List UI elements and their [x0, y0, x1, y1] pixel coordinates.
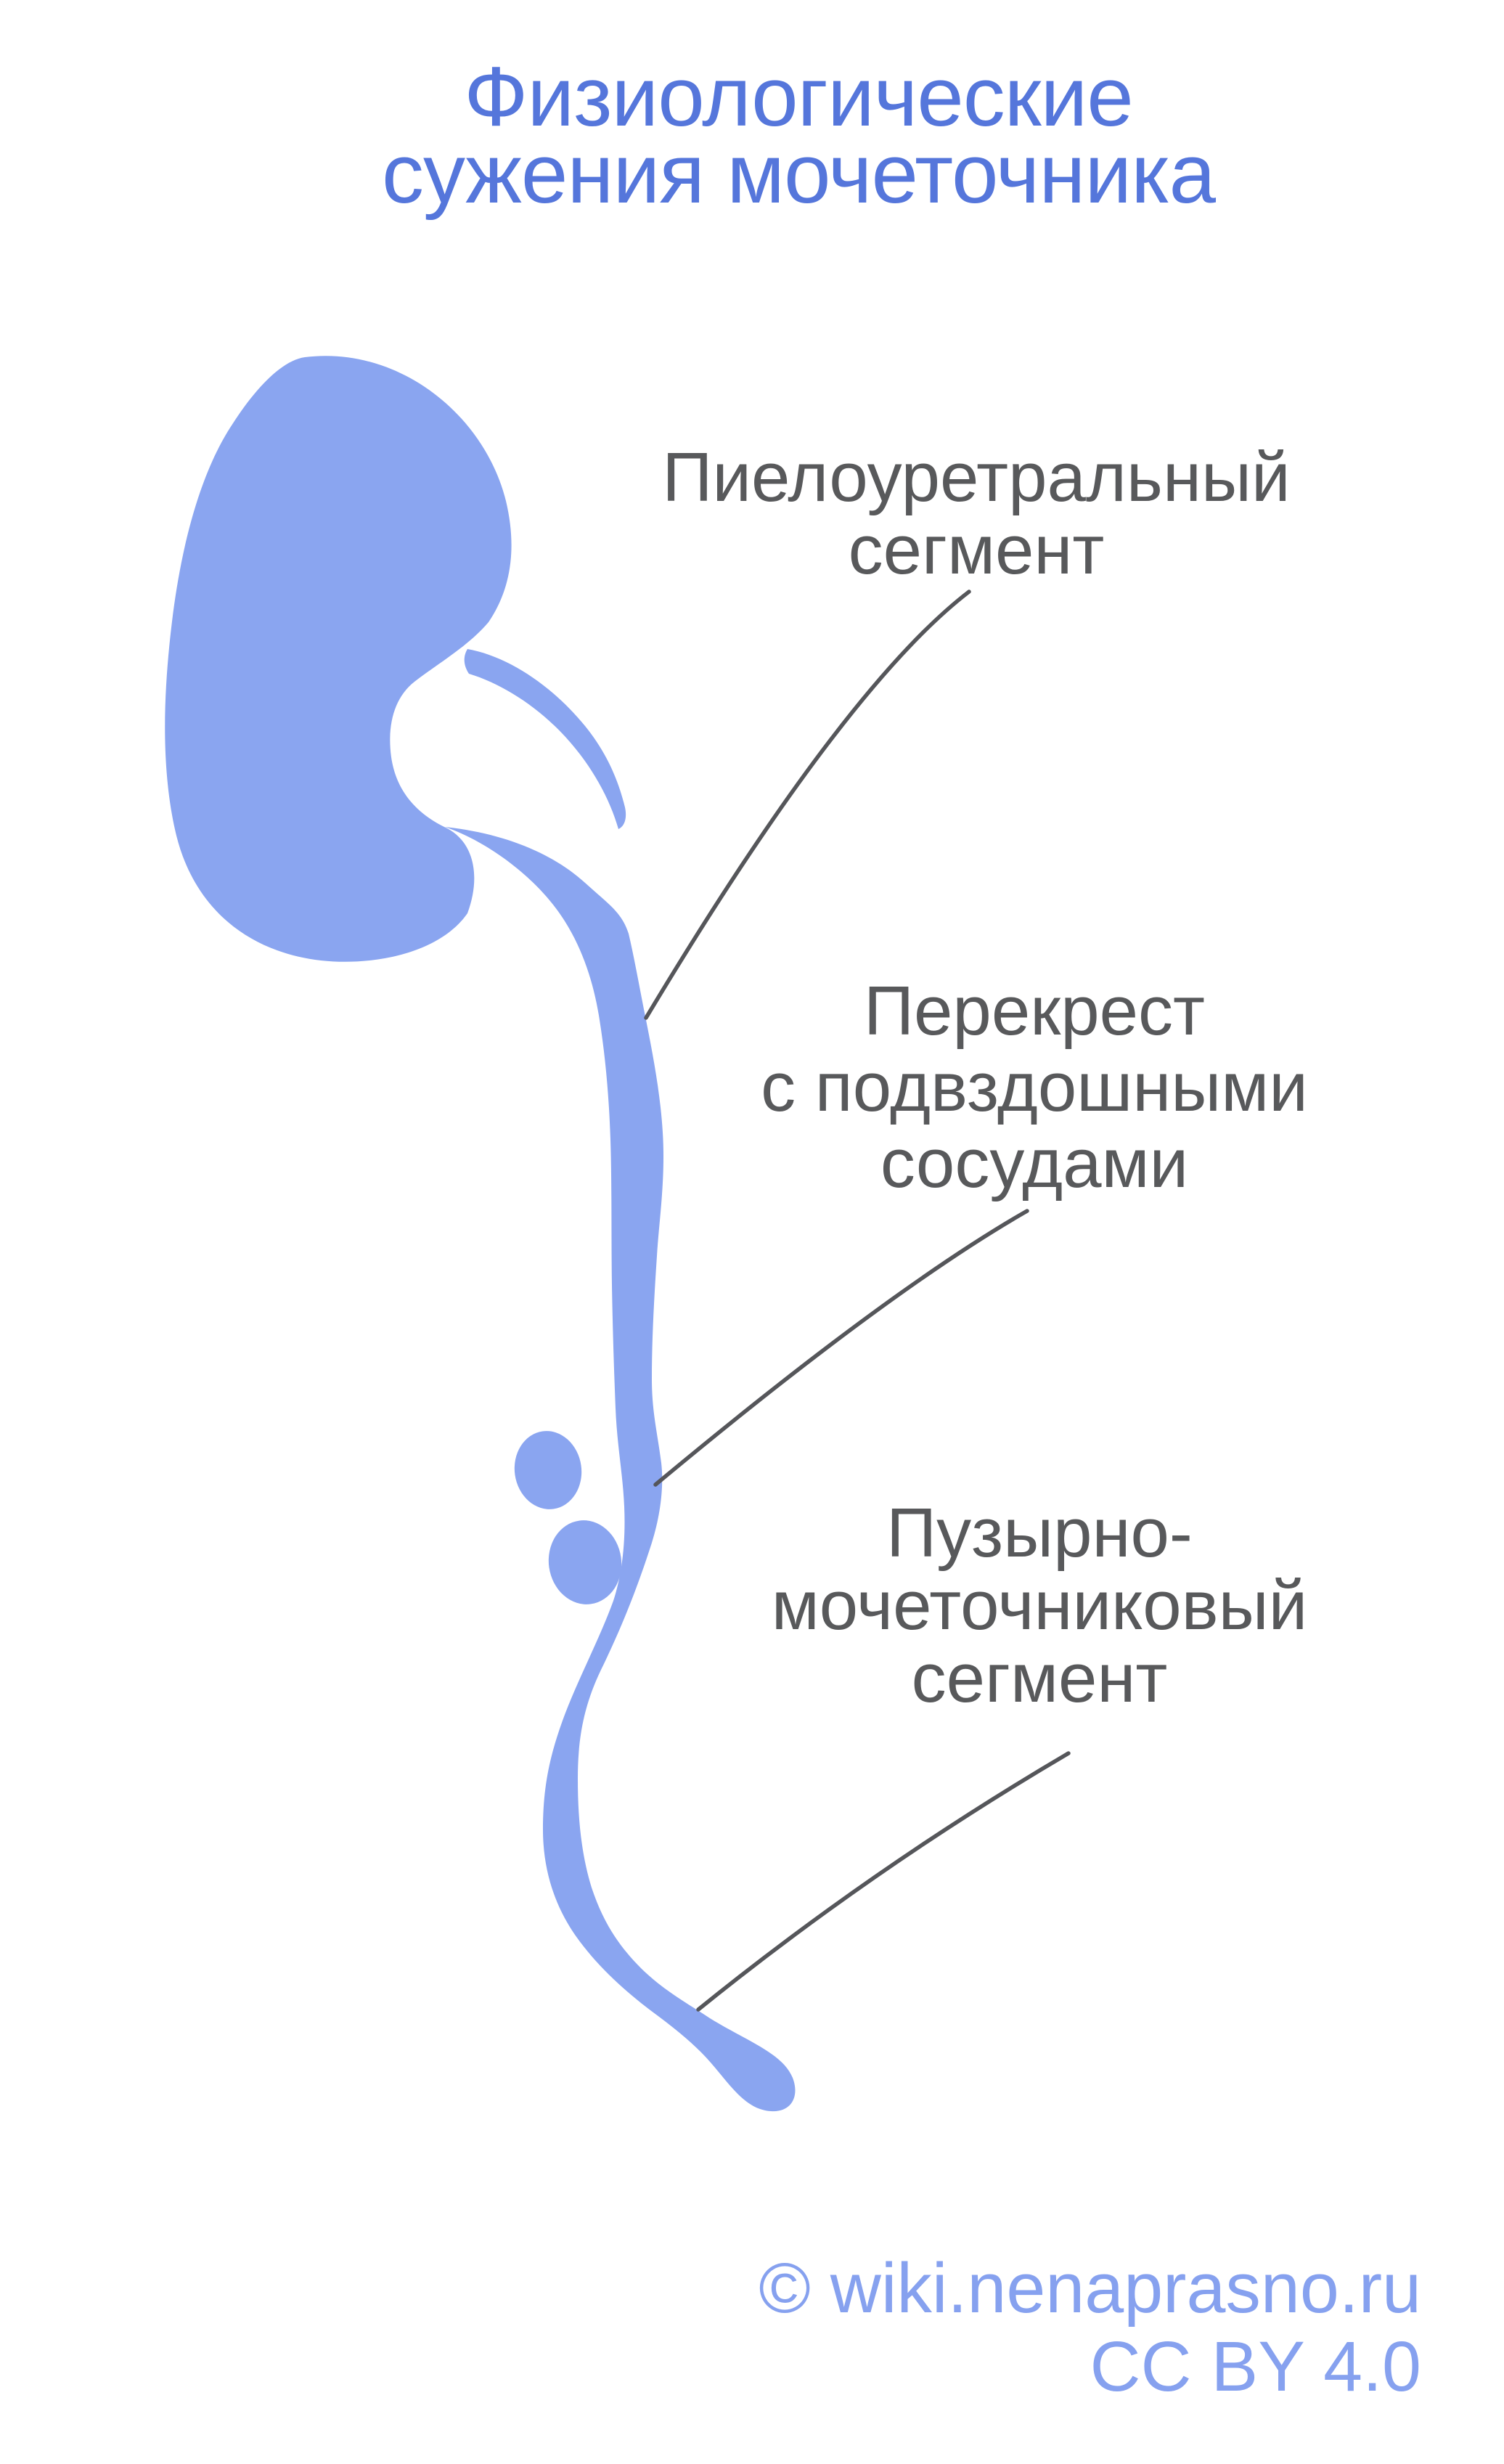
page-title: Физиологические сужения мочеточника — [46, 49, 1504, 221]
attribution-source: © wiki.nenaprasno.ru — [759, 2248, 1421, 2328]
label-line: Пузырно- — [886, 1494, 1193, 1572]
label-line: Пиелоуретральный — [662, 438, 1291, 516]
iliac-vessel-upper — [514, 1431, 582, 1509]
label-line: сегмент — [848, 511, 1105, 589]
attribution-license: CC BY 4.0 — [1090, 2327, 1422, 2406]
kidney-shape — [165, 356, 512, 962]
page-title-line1: Физиологические — [464, 49, 1134, 144]
label-pyeloureteral-segment: Пиелоуретральный сегмент — [662, 441, 1290, 587]
label-line: мочеточниковый — [771, 1567, 1308, 1644]
iliac-vessel-lower — [548, 1520, 622, 1604]
label-line: сосудами — [880, 1125, 1189, 1202]
pointer-line-iliac-crossing — [653, 1209, 1029, 1487]
upper-calyx-arm-shape — [464, 649, 626, 829]
attribution: © wiki.nenaprasno.ru CC BY 4.0 — [759, 2249, 1421, 2406]
label-line: с подвздошными — [761, 1048, 1308, 1126]
label-line: сегмент — [911, 1639, 1168, 1717]
label-vesicoureteral-segment: Пузырно- мочеточниковый сегмент — [772, 1497, 1307, 1715]
pointer-line-vesicoureteral — [696, 1751, 1071, 2012]
page-title-line2: сужения мочеточника — [381, 126, 1216, 221]
renal-pelvis-ureter-shape — [445, 827, 796, 2112]
label-line: Перекрест — [864, 972, 1205, 1050]
label-iliac-vessels-crossing: Перекрест с подвздошными сосудами — [761, 973, 1308, 1202]
pointer-line-pyeloureteral — [644, 590, 971, 1020]
